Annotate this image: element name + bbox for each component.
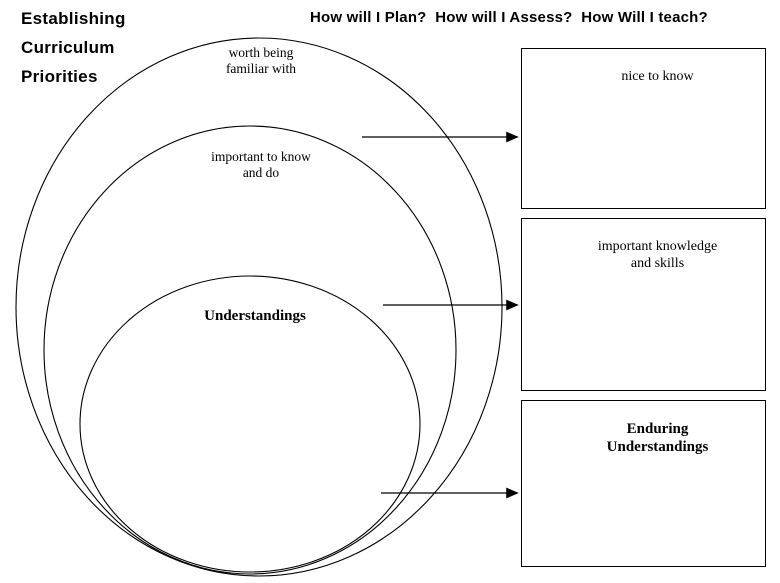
page-title: Establishing Curriculum Priorities	[21, 9, 126, 86]
inner-ring-label: Understandings	[204, 308, 306, 324]
inner-ellipse	[79, 275, 421, 573]
enduring-understandings-box: Enduring Understandings	[521, 400, 766, 567]
important-knowledge-skills-box-label: important knowledge and skills	[597, 239, 718, 271]
middle-ring-label: important to know and do	[211, 149, 311, 180]
nice-to-know-box: nice to know	[521, 48, 766, 209]
enduring-understandings-box-label: Enduring Understandings	[606, 421, 709, 455]
middle-ellipse	[43, 125, 457, 575]
nice-to-know-box-label: nice to know	[621, 69, 694, 84]
important-knowledge-skills-box: important knowledge and skills	[521, 218, 766, 391]
guiding-questions-heading: How will I Plan? How will I Assess? How …	[310, 9, 708, 26]
outer-ellipse	[15, 37, 503, 577]
outer-ring-label: worth being familiar with	[225, 45, 297, 76]
